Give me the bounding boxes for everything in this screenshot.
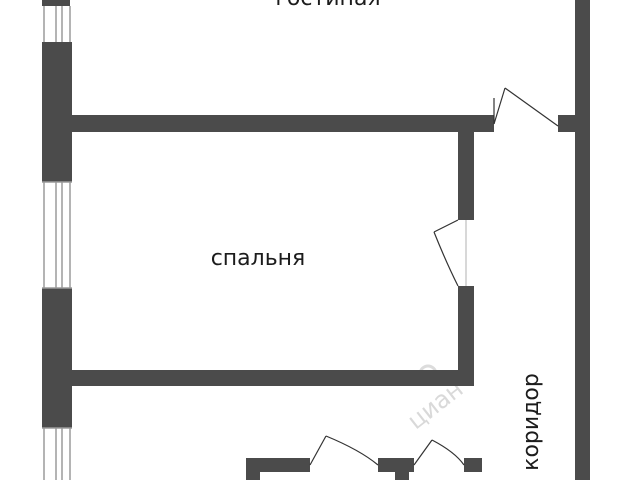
wall-bedroom-bottom xyxy=(68,370,474,386)
door-bath-2 xyxy=(413,439,465,466)
door-bedroom xyxy=(433,219,467,287)
wall-living-bedroom xyxy=(68,115,494,132)
walls xyxy=(42,0,590,480)
room-label-corridor: коридор xyxy=(519,373,544,471)
wall-bedroom-corridor-upper xyxy=(458,126,474,220)
exterior-wall-left-pier-2 xyxy=(42,288,72,428)
room-label-bedroom: спальня xyxy=(211,246,306,271)
wall-bedroom-corridor-lower xyxy=(458,286,474,386)
doors xyxy=(309,87,559,466)
exterior-wall-left-pier-1 xyxy=(42,42,72,182)
wall-bath-mid xyxy=(395,458,409,480)
window-bedroom xyxy=(42,181,72,289)
door-living-room xyxy=(493,87,559,127)
windows xyxy=(42,6,72,480)
wall-right xyxy=(575,0,590,480)
window-living-room xyxy=(43,6,71,42)
door-bath-1 xyxy=(309,435,379,466)
wall-bath-top-1 xyxy=(246,458,310,472)
wall-right-top-notch xyxy=(575,0,590,8)
window-bottom-room xyxy=(42,427,72,480)
exterior-wall-left-pier-3 xyxy=(42,0,70,6)
wall-bath-top-3 xyxy=(464,458,482,472)
room-label-living-room: гостиная xyxy=(275,0,380,11)
